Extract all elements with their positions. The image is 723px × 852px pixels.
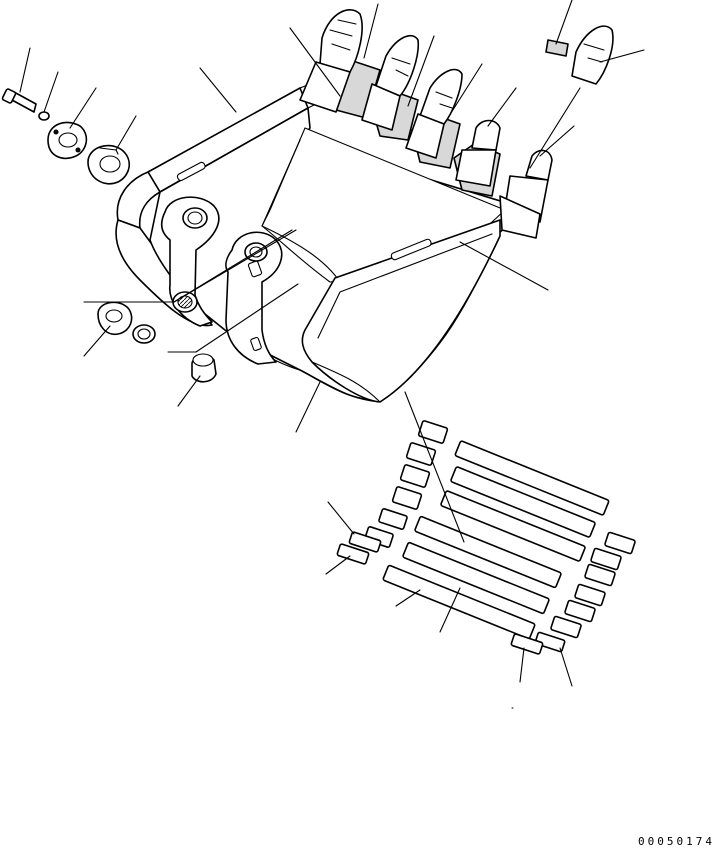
left-boss-bracket — [160, 196, 220, 327]
bucket-tooth-3 — [419, 68, 463, 125]
wear-plate-long — [440, 490, 586, 562]
drawing-reference-number: 00050174 — [638, 835, 715, 848]
wear-plate — [564, 599, 596, 623]
wear-plate — [348, 531, 382, 553]
small-washer — [38, 111, 50, 121]
wear-plate — [405, 442, 437, 466]
pin-parts — [1, 88, 217, 383]
tooth-adapter-2 — [361, 83, 401, 131]
wear-plate — [550, 615, 582, 639]
tooth-adapter-1 — [299, 61, 351, 113]
wear-plate — [391, 486, 423, 510]
wear-plate — [417, 420, 449, 444]
spare-tooth — [571, 25, 614, 85]
tooth-adapter-3 — [405, 113, 445, 159]
wear-plate — [399, 464, 431, 488]
wear-plate — [378, 508, 408, 530]
side-plate-slot — [390, 238, 432, 261]
bucket-teeth — [299, 9, 553, 239]
wear-plate — [590, 547, 622, 571]
wear-plate — [336, 543, 370, 565]
wear-plate — [534, 631, 566, 653]
wear-plate — [604, 531, 636, 555]
wear-plate-long — [414, 515, 562, 589]
right-boss-bracket — [225, 231, 283, 365]
bucket-top-lip — [116, 171, 161, 229]
bolt-head — [1, 88, 17, 104]
wear-plate — [574, 583, 606, 607]
spare-tooth-group — [545, 25, 614, 85]
wear-plate — [584, 563, 616, 587]
wear-plate-long — [382, 564, 536, 640]
leader-lines — [19, 0, 645, 709]
bucket-tooth-2 — [375, 34, 420, 97]
side-plate-slot — [176, 161, 206, 182]
wear-plate-long — [450, 466, 596, 538]
side-cutter — [499, 195, 541, 239]
tooth-adapter-5 — [525, 149, 553, 181]
wear-plate-long — [402, 541, 550, 615]
wear-plate-long — [454, 440, 610, 516]
spare-tooth-pin — [545, 39, 569, 57]
wear-plate — [510, 633, 544, 655]
wear-plates — [336, 420, 636, 655]
boss-brackets — [160, 196, 283, 365]
bucket-tooth-1 — [319, 9, 363, 73]
tooth-adapter-4 — [471, 119, 501, 151]
